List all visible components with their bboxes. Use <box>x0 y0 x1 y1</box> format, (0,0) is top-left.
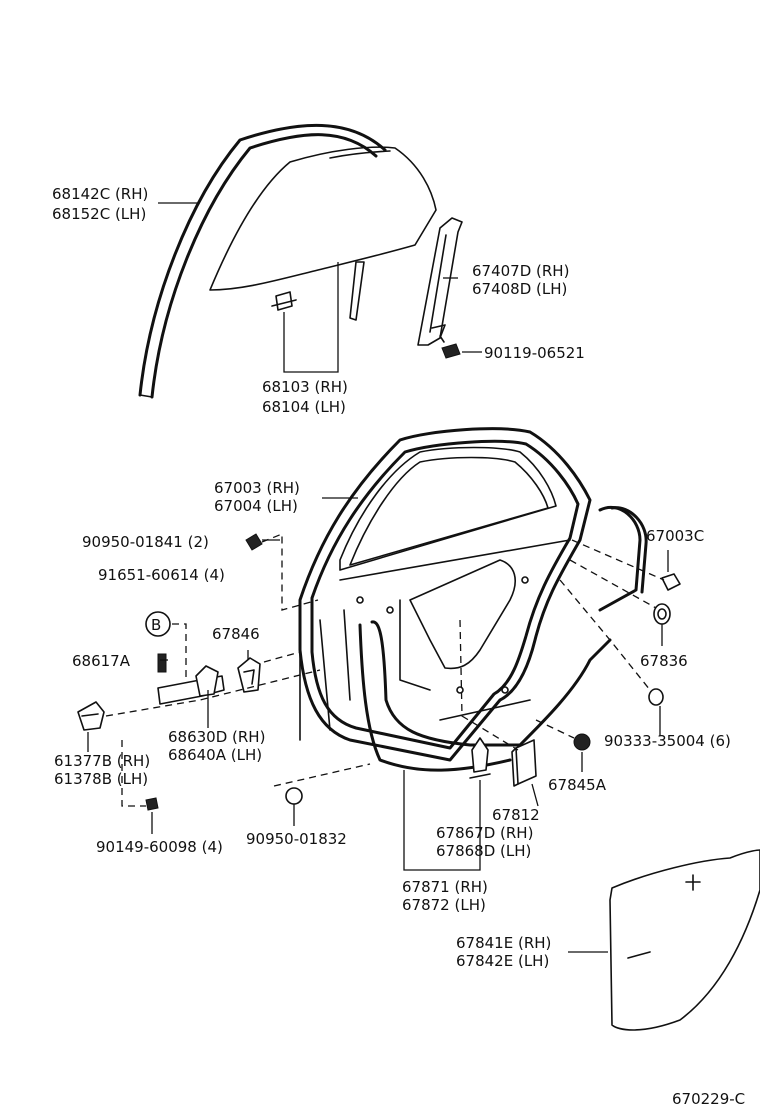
glass-channel-clip[interactable] <box>271 291 297 311</box>
label-67867d: 67867D (RH) <box>436 824 533 842</box>
label-67004: 67004 (LH) <box>214 497 298 515</box>
label-67841e: 67841E (RH) <box>456 934 551 952</box>
door-glass[interactable] <box>209 146 437 291</box>
label-61377b: 61377B (RH) <box>54 752 150 770</box>
bolt-90149-60098[interactable] <box>145 797 159 811</box>
label-91651-60614: 91651-60614 (4) <box>98 566 225 584</box>
service-hole-cover[interactable] <box>609 849 760 1031</box>
label-68617a: 68617A <box>72 652 131 670</box>
label-68103: 68103 (RH) <box>262 378 348 396</box>
label-67407d: 67407D (RH) <box>472 262 569 280</box>
label-67846: 67846 <box>212 625 260 643</box>
label-67836: 67836 <box>640 652 688 670</box>
dashed-reference-lines <box>105 533 665 807</box>
label-61378b: 61378B (LH) <box>54 770 148 788</box>
label-67812: 67812 <box>492 806 540 824</box>
label-90950-01832: 90950-01832 <box>246 830 347 848</box>
grommet-67836[interactable] <box>653 603 671 625</box>
leader-lines <box>87 202 669 953</box>
label-90149-60098: 90149-60098 (4) <box>96 838 223 856</box>
label-68104: 68104 (LH) <box>262 398 346 416</box>
glass-run-lower-strip[interactable] <box>349 261 365 321</box>
clip-67867d[interactable] <box>469 737 491 779</box>
bumper-67846[interactable] <box>237 657 261 693</box>
door-hinge-68630d[interactable] <box>157 665 225 705</box>
cover-67812[interactable] <box>511 739 537 787</box>
label-68152c: 68152C (LH) <box>52 205 146 223</box>
label-67845a: 67845A <box>548 776 607 794</box>
door-weatherstrip[interactable] <box>358 620 612 772</box>
clip-67003c[interactable] <box>661 573 681 591</box>
callout-labels: 68142C (RH) 68152C (LH) 67407D (RH) 6740… <box>52 185 745 1108</box>
label-90950-01841: 90950-01841 (2) <box>82 533 209 551</box>
screw-90950-01841[interactable] <box>245 533 263 551</box>
window-run-channel[interactable] <box>138 123 387 399</box>
hinge-61377b[interactable] <box>77 701 105 731</box>
rear-door-seal[interactable] <box>598 505 648 612</box>
label-67408d: 67408D (LH) <box>472 280 567 298</box>
pin-68617a[interactable] <box>157 653 167 673</box>
plug-67845a[interactable] <box>573 733 591 751</box>
label-68640a: 68640A (LH) <box>168 746 262 764</box>
ref-b-marker <box>145 611 171 637</box>
label-b-marker: B <box>151 616 161 634</box>
label-67003c: 67003C <box>646 527 704 545</box>
label-90119-06521: 90119-06521 <box>484 344 585 362</box>
label-68142c: 68142C (RH) <box>52 185 148 203</box>
label-67872: 67872 (LH) <box>402 896 486 914</box>
door-panel-assembly[interactable] <box>298 427 592 762</box>
plug-90950-01832[interactable] <box>285 787 303 805</box>
bolt-90119-06521[interactable] <box>439 335 461 359</box>
label-67871: 67871 (RH) <box>402 878 488 896</box>
label-figure-ref: 670229-C <box>672 1090 745 1108</box>
label-68630d: 68630D (RH) <box>168 728 265 746</box>
label-90333-35004: 90333-35004 (6) <box>604 732 731 750</box>
plug-90333-35004[interactable] <box>648 688 664 706</box>
label-67842e: 67842E (LH) <box>456 952 549 970</box>
division-bar-weatherstrip[interactable] <box>417 217 463 346</box>
label-67003: 67003 (RH) <box>214 479 300 497</box>
label-67868d: 67868D (LH) <box>436 842 531 860</box>
